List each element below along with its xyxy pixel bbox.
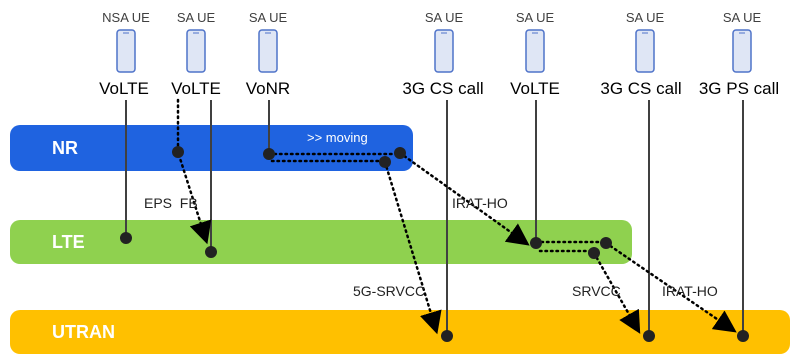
ue-dot bbox=[441, 330, 453, 342]
smartphone-icon bbox=[258, 29, 278, 73]
service-label: 3G PS call bbox=[699, 79, 779, 98]
lte-band bbox=[10, 220, 632, 264]
irat-ho-arrow bbox=[604, 241, 737, 333]
ue-dot bbox=[643, 330, 655, 342]
ue-type-label: SA UE bbox=[516, 10, 555, 25]
ue-type-label: NSA UE bbox=[102, 10, 150, 25]
ue-type-label: SA UE bbox=[626, 10, 665, 25]
service-label: VoLTE bbox=[171, 79, 221, 98]
service-label: 3G CS call bbox=[600, 79, 681, 98]
irat-ho-arrow bbox=[398, 151, 530, 246]
ue-dot bbox=[172, 146, 184, 158]
service-label: 3G CS call bbox=[402, 79, 483, 98]
smartphone-icon bbox=[732, 29, 752, 73]
ue-dot bbox=[600, 237, 612, 249]
ue-dot bbox=[737, 330, 749, 342]
service-label: VoLTE bbox=[510, 79, 560, 98]
smartphone-icon bbox=[525, 29, 545, 73]
ue-dot bbox=[530, 237, 542, 249]
ue-type-label: SA UE bbox=[723, 10, 762, 25]
ue-dot bbox=[588, 247, 600, 259]
ue-type-label: SA UE bbox=[249, 10, 288, 25]
utran-band bbox=[10, 310, 790, 354]
eps-fb-label: EPS FB bbox=[144, 195, 198, 211]
smartphone-icon bbox=[186, 29, 206, 73]
ue-dot bbox=[394, 147, 406, 159]
irat-ho-label: IRAT-HO bbox=[662, 283, 718, 299]
nr-band-label: NR bbox=[52, 138, 78, 158]
srvcc-label: SRVCC bbox=[572, 283, 621, 299]
irat-ho-label: IRAT-HO bbox=[452, 195, 508, 211]
5g-srvcc-label: 5G-SRVCC bbox=[353, 283, 425, 299]
service-label: VoNR bbox=[246, 79, 290, 98]
smartphone-icon bbox=[434, 29, 454, 73]
ue-dot bbox=[120, 232, 132, 244]
ue-dot bbox=[263, 148, 275, 160]
srvcc-arrow bbox=[592, 251, 641, 334]
utran-band-label: UTRAN bbox=[52, 322, 115, 342]
moving-label: >> moving bbox=[307, 130, 368, 145]
service-label: VoLTE bbox=[99, 79, 149, 98]
ue-dot bbox=[379, 156, 391, 168]
ue-type-label: SA UE bbox=[425, 10, 464, 25]
smartphone-icon bbox=[116, 29, 136, 73]
smartphone-icon bbox=[635, 29, 655, 73]
ue-dot bbox=[205, 246, 217, 258]
lte-band-label: LTE bbox=[52, 232, 85, 252]
5g-srvcc-arrow bbox=[383, 160, 442, 335]
ue-type-label: SA UE bbox=[177, 10, 216, 25]
